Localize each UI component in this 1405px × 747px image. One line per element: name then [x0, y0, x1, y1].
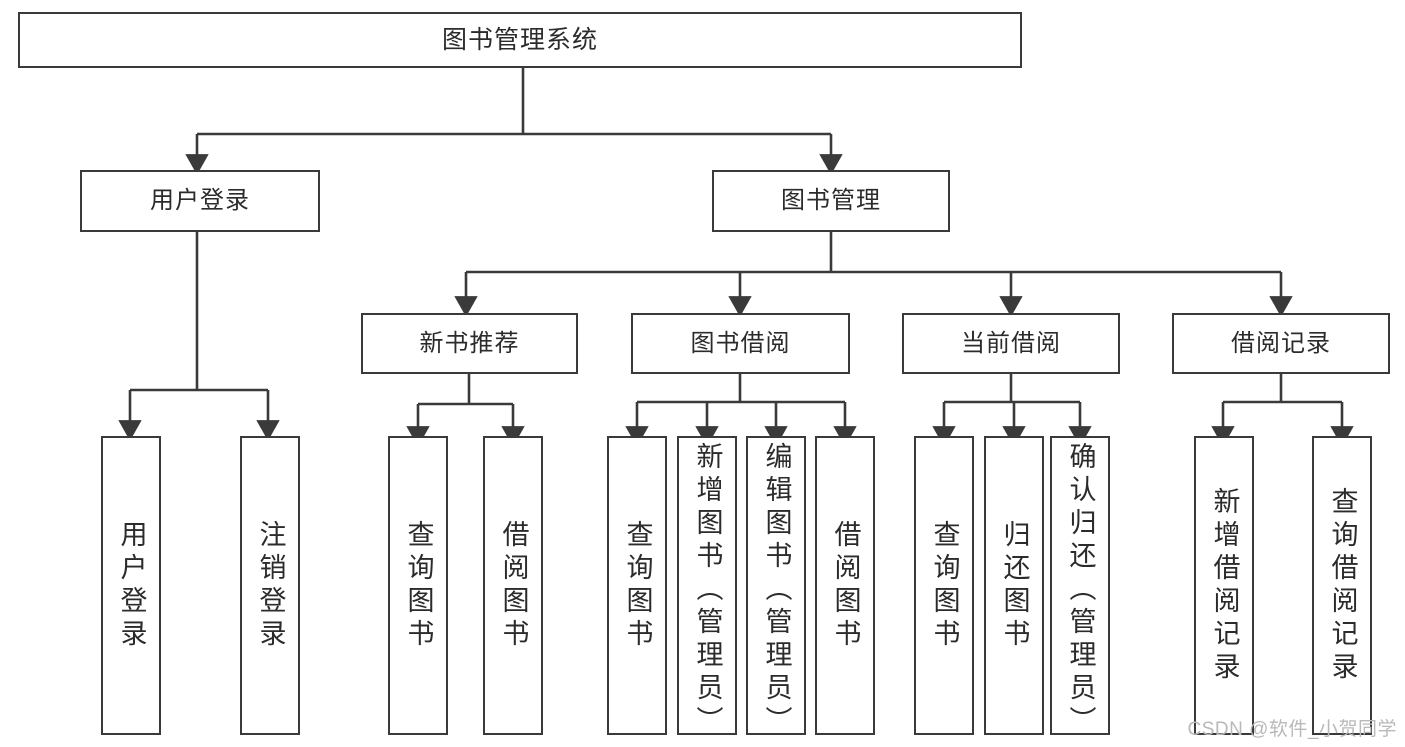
node-label: 图书借阅 — [690, 329, 791, 357]
leaf-recommend-borrow-book[interactable]: 借阅图书 — [483, 436, 543, 735]
node-label: 用户登录 — [116, 519, 147, 652]
leaf-borrow-add-book-admin[interactable]: 新增图书（管理员） — [677, 436, 737, 739]
node-label: 新增借阅记录 — [1209, 486, 1240, 685]
leaf-current-return-book[interactable]: 归还图书 — [984, 436, 1044, 735]
node-label: 图书管理 — [781, 187, 881, 215]
node-user-login[interactable]: 用户登录 — [80, 170, 320, 232]
node-label: 注销登录 — [255, 519, 286, 652]
node-current-borrow[interactable]: 当前借阅 — [902, 313, 1120, 374]
leaf-borrow-borrow-book[interactable]: 借阅图书 — [815, 436, 875, 735]
node-label: 归还图书 — [999, 519, 1030, 652]
leaf-user-login-login[interactable]: 用户登录 — [101, 436, 161, 735]
node-label: 借阅图书 — [830, 519, 861, 652]
node-label: 查询借阅记录 — [1327, 486, 1358, 685]
node-label: 查询图书 — [929, 519, 960, 652]
node-label: 图书管理系统 — [441, 25, 598, 54]
node-label: 查询图书 — [622, 519, 653, 652]
node-label: 新增图书（管理员） — [692, 442, 723, 739]
node-book-management[interactable]: 图书管理 — [712, 170, 950, 232]
watermark-text: CSDN @软件_小贺同学 — [1187, 719, 1397, 740]
node-label: 查询图书 — [403, 519, 434, 652]
leaf-borrow-query-book[interactable]: 查询图书 — [607, 436, 667, 735]
leaf-user-login-logout[interactable]: 注销登录 — [240, 436, 300, 735]
leaf-borrow-edit-book-admin[interactable]: 编辑图书（管理员） — [746, 436, 806, 739]
node-label: 当前借阅 — [961, 329, 1061, 357]
node-book-borrow[interactable]: 图书借阅 — [631, 313, 850, 374]
node-label: 新书推荐 — [419, 329, 520, 357]
leaf-current-query-book[interactable]: 查询图书 — [914, 436, 974, 735]
leaf-recommend-query-book[interactable]: 查询图书 — [388, 436, 448, 735]
leaf-current-confirm-return-admin[interactable]: 确认归还（管理员） — [1050, 436, 1110, 739]
leaf-record-add-record[interactable]: 新增借阅记录 — [1194, 436, 1254, 735]
node-new-book-recommend[interactable]: 新书推荐 — [361, 313, 578, 374]
node-label: 用户登录 — [150, 187, 250, 215]
node-label: 借阅图书 — [498, 519, 529, 652]
node-root-library-system[interactable]: 图书管理系统 — [18, 12, 1022, 68]
node-borrow-record[interactable]: 借阅记录 — [1172, 313, 1390, 374]
node-label: 编辑图书（管理员） — [761, 442, 792, 739]
leaf-record-query-record[interactable]: 查询借阅记录 — [1312, 436, 1372, 735]
node-label: 借阅记录 — [1231, 329, 1331, 357]
node-label: 确认归还（管理员） — [1065, 442, 1096, 739]
